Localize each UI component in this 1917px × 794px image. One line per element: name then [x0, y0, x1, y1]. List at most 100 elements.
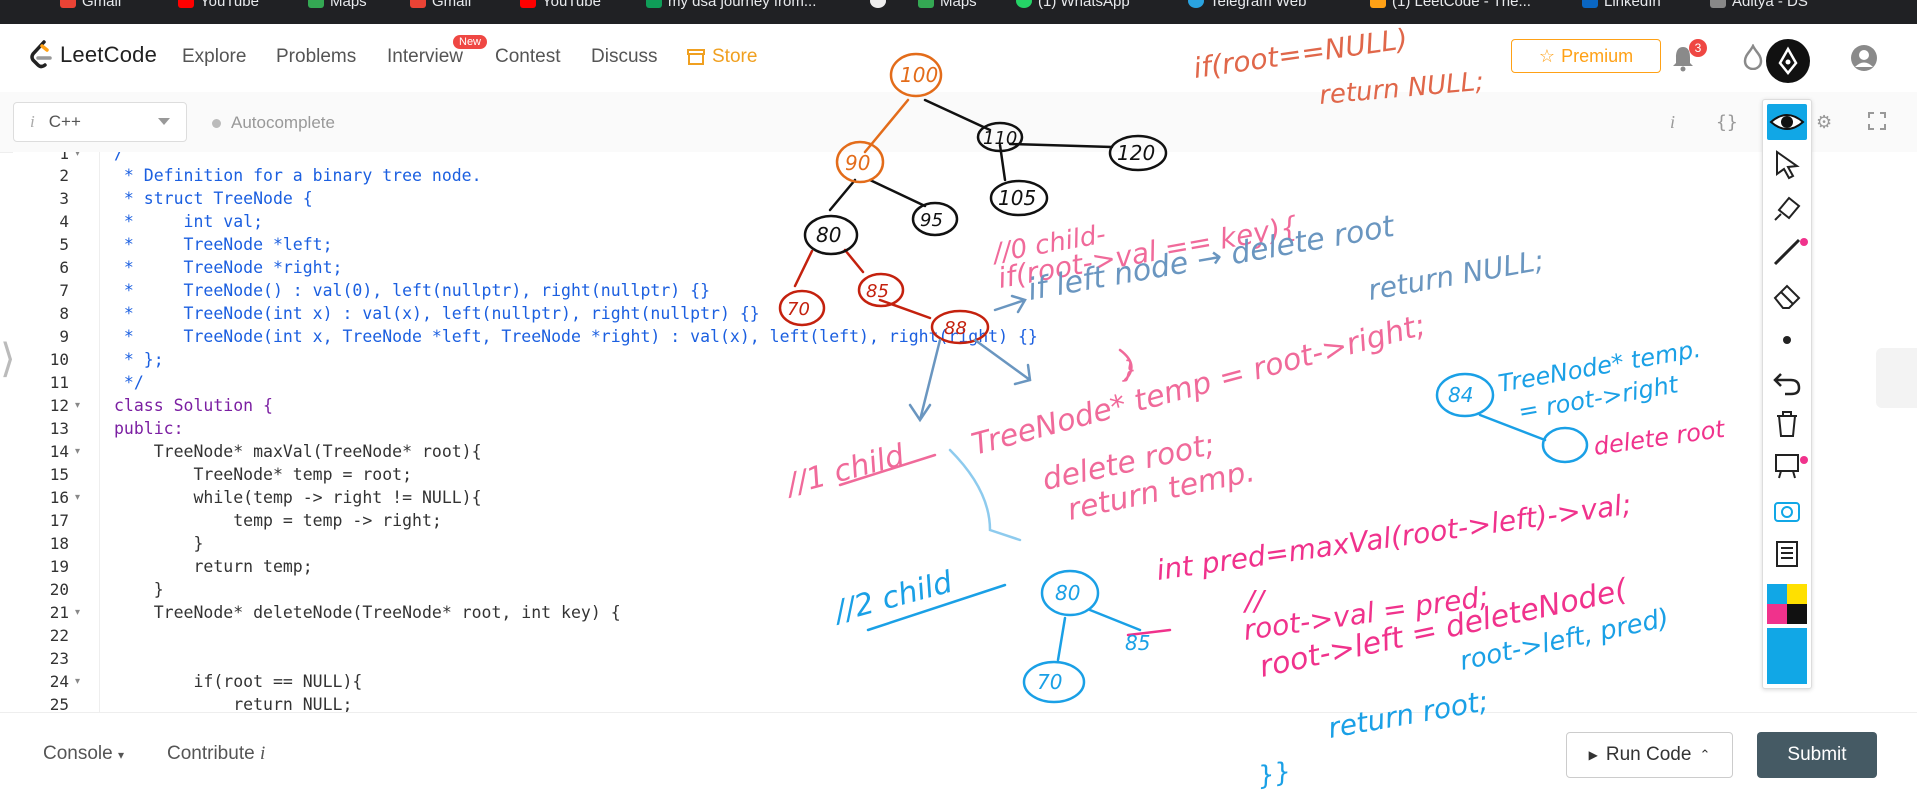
cursor-icon[interactable] [1771, 148, 1803, 180]
braces-icon[interactable]: {} [1716, 112, 1738, 133]
bookmark-item[interactable]: YouTube [178, 0, 259, 10]
bell-icon[interactable] [1670, 44, 1696, 72]
swatch-blue[interactable] [1767, 584, 1787, 604]
premium-button[interactable]: ☆ Premium [1511, 39, 1661, 73]
bookmark-item[interactable]: LinkedIn [1582, 0, 1661, 10]
clipboard-icon[interactable] [1771, 536, 1803, 568]
top-nav: LeetCode Explore Problems Interview New … [0, 24, 1917, 93]
line-number: 4 [59, 212, 69, 231]
highlighter-icon[interactable] [1771, 192, 1803, 224]
line-number-gutter: 1▾ 2 3 4 5 6 7 8 9 10 11 12▾ 13 14▾ 15 1… [13, 152, 100, 712]
swatch-pink[interactable] [1767, 604, 1787, 624]
undo-icon[interactable] [1771, 366, 1803, 398]
autocomplete-dot-icon [212, 118, 221, 128]
line-number: 9 [59, 327, 69, 346]
contribute-link[interactable]: Contribute i [167, 743, 265, 765]
nav-store[interactable]: Store [686, 46, 757, 68]
swatch-black[interactable] [1787, 604, 1807, 624]
fold-chevron-icon[interactable]: ▾ [75, 492, 81, 503]
swatch-yellow[interactable] [1787, 584, 1807, 604]
fold-chevron-icon[interactable]: ▾ [75, 446, 81, 457]
bookmark-item[interactable]: YouTube [520, 0, 601, 10]
code-line: if(root == NULL){ [114, 672, 363, 691]
bookmark-icon [1710, 0, 1726, 8]
fullscreen-icon[interactable] [1868, 112, 1886, 130]
right-side-tab[interactable] [1876, 348, 1917, 408]
line-number: 7 [59, 281, 69, 300]
code-line: TreeNode* temp = root; [114, 465, 413, 484]
fold-chevron-icon[interactable]: ▾ [75, 607, 81, 618]
line-number: 13 [49, 419, 69, 438]
telegram-icon [1188, 0, 1204, 8]
line-number: 10 [49, 350, 69, 369]
gmail-icon [60, 0, 76, 8]
bookmark-item[interactable]: Aditya - DS [1710, 0, 1808, 10]
annotation-palette [1762, 99, 1812, 689]
nav-discuss[interactable]: Discuss [591, 46, 658, 67]
gear-icon[interactable]: ⚙ [1816, 112, 1833, 132]
bookmark-item[interactable] [870, 0, 892, 10]
bookmark-item[interactable]: Maps [918, 0, 977, 10]
fire-icon[interactable] [1742, 44, 1764, 70]
nav-problems[interactable]: Problems [276, 46, 357, 67]
bookmark-item[interactable]: Gmail [410, 0, 471, 10]
console-label: Console [43, 743, 113, 764]
run-code-button[interactable]: ▶ Run Code ⌃ [1566, 732, 1733, 778]
line-number: 23 [49, 649, 69, 668]
line-number: 3 [59, 189, 69, 208]
color-swatches[interactable] [1767, 584, 1807, 624]
notification-count: 3 [1689, 39, 1707, 57]
bookmark-item[interactable]: (1) LeetCode - The... [1370, 0, 1531, 10]
line-number: 22 [49, 626, 69, 645]
fold-chevron-icon[interactable]: ▾ [75, 400, 81, 411]
nav-explore[interactable]: Explore [182, 46, 247, 67]
line-number: 6 [59, 258, 69, 277]
leetcode-logo[interactable]: LeetCode [28, 40, 157, 70]
contribute-label: Contribute [167, 743, 255, 764]
info-icon[interactable]: i [1670, 112, 1676, 132]
trash-icon[interactable] [1771, 408, 1803, 440]
bookmark-item[interactable]: Maps [308, 0, 367, 10]
language-select[interactable]: i C++ [13, 102, 187, 142]
bookmark-item[interactable]: Gmail [60, 0, 121, 10]
eye-icon[interactable] [1767, 104, 1807, 140]
star-icon: ☆ [1538, 45, 1556, 66]
line-number: 15 [49, 465, 69, 484]
panel-collapse-handle[interactable]: ⟩ [0, 336, 16, 382]
dot-size-icon[interactable] [1771, 324, 1803, 356]
autocomplete-toggle[interactable]: Autocomplete [212, 113, 335, 133]
line-number: 2 [59, 166, 69, 185]
code-line: } [114, 580, 164, 599]
bookmark-item[interactable]: (1) WhatsApp [1016, 0, 1130, 10]
line-number: 19 [49, 557, 69, 576]
code-editor[interactable]: 1▾ 2 3 4 5 6 7 8 9 10 11 12▾ 13 14▾ 15 1… [13, 152, 1917, 712]
code-line: * TreeNode *left; [114, 235, 333, 254]
line-number: 12 [49, 396, 69, 415]
avatar[interactable] [1850, 44, 1878, 72]
pen-nib-icon [1778, 46, 1798, 76]
board-icon[interactable] [1771, 450, 1803, 482]
code-line: * }; [114, 350, 164, 369]
line-number: 11 [49, 373, 69, 392]
nav-contest[interactable]: Contest [495, 46, 561, 67]
nav-interview[interactable]: Interview [387, 46, 464, 67]
bookmark-item[interactable]: my dsa journey from... [646, 0, 816, 10]
editor-footer: Console ▾ Contribute i ▶ Run Code ⌃ Subm… [0, 712, 1917, 794]
eraser-icon[interactable] [1771, 280, 1803, 312]
pen-tool-button[interactable] [1766, 39, 1810, 83]
code-line: temp = temp -> right; [114, 511, 442, 530]
whatsapp-icon [1016, 0, 1032, 8]
line-icon[interactable] [1771, 236, 1803, 268]
bookmark-item[interactable]: Telegram Web [1188, 0, 1306, 10]
fold-chevron-icon[interactable]: ▾ [75, 152, 81, 159]
fold-chevron-icon[interactable]: ▾ [75, 676, 81, 687]
console-toggle[interactable]: Console ▾ [43, 743, 124, 765]
sheets-icon [646, 0, 662, 8]
new-badge: New [453, 35, 488, 49]
code-line: / [114, 152, 124, 163]
submit-button[interactable]: Submit [1757, 732, 1877, 778]
camera-icon[interactable] [1771, 494, 1803, 526]
code-line: TreeNode* maxVal(TreeNode* root){ [114, 442, 482, 461]
autocomplete-label: Autocomplete [231, 113, 335, 132]
current-color-swatch[interactable] [1767, 628, 1807, 684]
